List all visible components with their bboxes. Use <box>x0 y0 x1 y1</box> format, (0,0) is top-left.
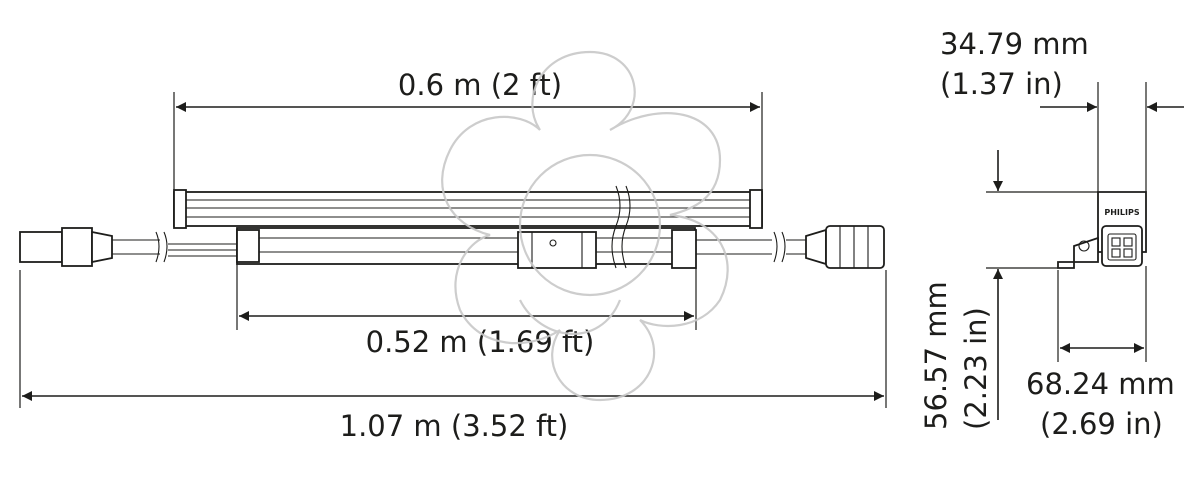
dimension-total-length: 1.07 m (3.52 ft) <box>19 270 887 443</box>
label-top-length: 0.6 m (2 ft) <box>398 68 562 102</box>
dimension-height: 56.57 mm (2.23 in) <box>919 150 1098 430</box>
label-depth-mm: 34.79 mm <box>940 27 1089 61</box>
right-connector <box>825 225 885 269</box>
label-height-mm: 56.57 mm <box>919 281 953 430</box>
label-depth-in: (1.37 in) <box>940 67 1063 101</box>
label-height-in: (2.23 in) <box>959 307 993 430</box>
dimension-width: 68.24 mm (2.69 in) <box>1026 266 1175 441</box>
watermark-logo <box>441 50 729 402</box>
label-width-mm: 68.24 mm <box>1026 367 1175 401</box>
dimension-inner-length: 0.52 m (1.69 ft) <box>236 264 697 359</box>
luminaire-end-view: PHILIPS <box>1057 191 1147 269</box>
brand-mark: PHILIPS <box>1104 208 1139 217</box>
label-total-length: 1.07 m (3.52 ft) <box>340 409 569 443</box>
dimension-depth: 34.79 mm (1.37 in) <box>940 27 1184 192</box>
dimension-top-length: 0.6 m (2 ft) <box>173 68 763 190</box>
mounting-rail <box>236 227 696 265</box>
left-connector <box>19 231 63 263</box>
label-width-in: (2.69 in) <box>1040 407 1163 441</box>
light-tube <box>173 191 763 227</box>
luminaire-side-view <box>19 185 885 269</box>
